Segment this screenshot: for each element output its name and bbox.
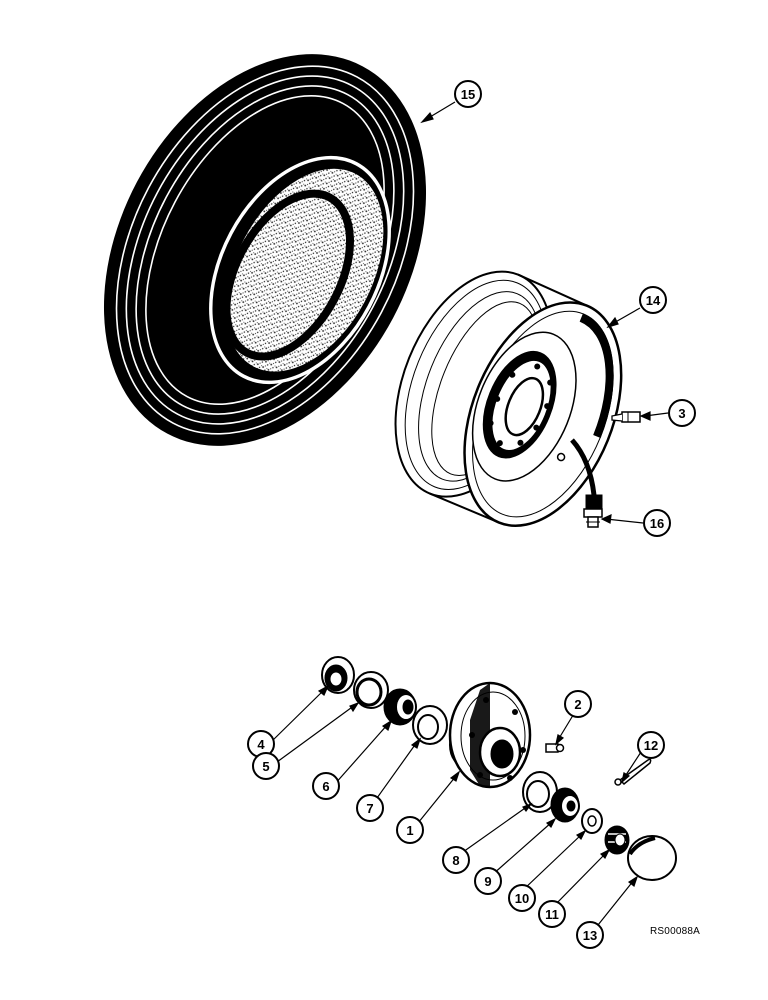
- callout-5: 5: [252, 752, 280, 780]
- bearing-cone-outer-drawing: [550, 787, 580, 823]
- callout-16: 16: [643, 509, 671, 537]
- hub-drawing: [448, 681, 532, 789]
- svg-text:14: 14: [646, 293, 661, 308]
- svg-text:5: 5: [262, 759, 269, 774]
- callout-7: 7: [356, 794, 384, 822]
- svg-text:15: 15: [461, 87, 475, 102]
- callout-13: 13: [576, 921, 604, 949]
- svg-text:10: 10: [515, 891, 529, 906]
- callout-14: 14: [639, 286, 667, 314]
- svg-text:6: 6: [322, 779, 329, 794]
- callout-1: 1: [396, 816, 424, 844]
- svg-text:3: 3: [678, 406, 685, 421]
- callout-2: 2: [564, 690, 592, 718]
- svg-text:4: 4: [257, 737, 265, 752]
- wheel-bolt-drawing: [611, 411, 641, 423]
- svg-text:7: 7: [366, 801, 373, 816]
- wheel-rim-drawing: [394, 270, 623, 527]
- tire-drawing: [103, 54, 427, 446]
- svg-text:12: 12: [644, 738, 658, 753]
- leader-lines: [269, 101, 669, 926]
- grease-fitting-drawing: [545, 743, 565, 753]
- callout-6: 6: [312, 772, 340, 800]
- cotter-pin-drawing: [614, 758, 652, 786]
- callout-9: 9: [474, 867, 502, 895]
- castle-nut-drawing: [604, 825, 630, 855]
- seal-drawing: [321, 656, 355, 694]
- washer-drawing: [581, 808, 603, 834]
- svg-text:13: 13: [583, 928, 597, 943]
- bearing-cup-outer-drawing: [522, 771, 558, 813]
- bearing-cup-drawing: [412, 705, 448, 745]
- dust-cap-drawing: [627, 835, 677, 881]
- callout-8: 8: [442, 846, 470, 874]
- valve-stem-drawing: [570, 438, 603, 528]
- svg-text:11: 11: [545, 907, 559, 922]
- svg-text:1: 1: [406, 823, 413, 838]
- svg-text:16: 16: [650, 516, 664, 531]
- callout-10: 10: [508, 884, 536, 912]
- callout-15: 15: [454, 80, 482, 108]
- svg-text:2: 2: [574, 697, 581, 712]
- bearing-cone-inner-drawing: [383, 688, 417, 726]
- svg-text:8: 8: [452, 853, 459, 868]
- bearing-cup-inner-drawing: [353, 671, 389, 709]
- callout-11: 11: [538, 900, 566, 928]
- svg-text:9: 9: [484, 874, 491, 889]
- callout-3: 3: [668, 399, 696, 427]
- callout-12: 12: [637, 731, 665, 759]
- figure-id: RS00088A: [650, 926, 700, 937]
